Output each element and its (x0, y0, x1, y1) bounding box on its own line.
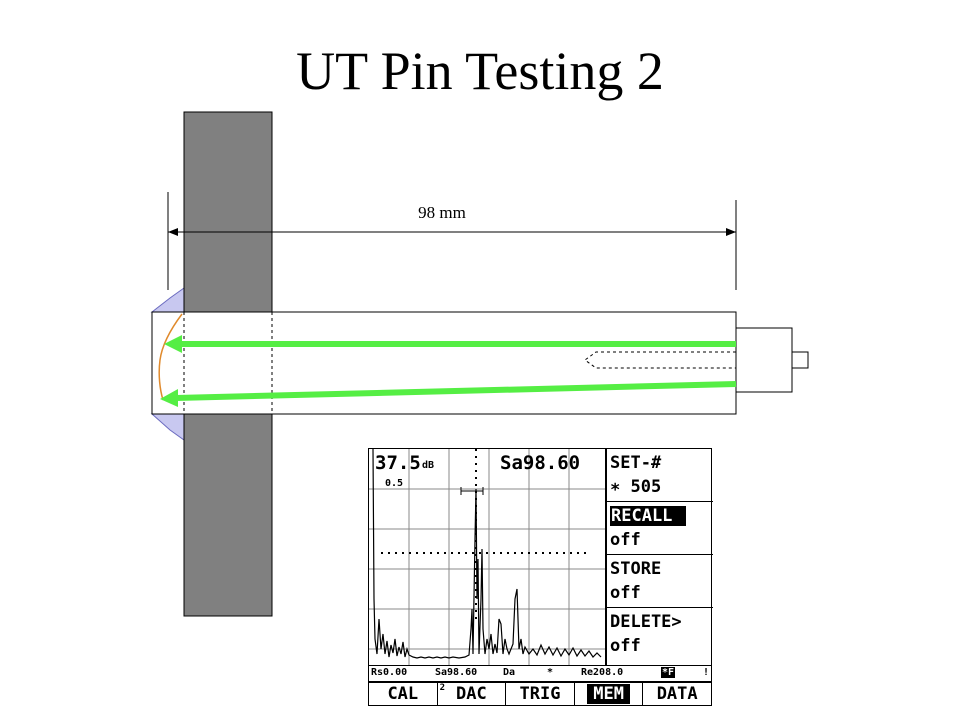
status-da: Da (503, 667, 516, 678)
memory-menu: SET-# ∗ 505 RECALL off STORE off DELETE>… (605, 449, 713, 665)
dimension-label: 98 mm (418, 203, 466, 222)
status-sa: Sa98.60 (435, 667, 478, 678)
status-alert: ! (703, 667, 710, 678)
softkey-data[interactable]: DATA (643, 683, 711, 705)
weld-fillet-top (150, 287, 185, 313)
menu-recall-label: RECALL (610, 506, 687, 526)
menu-store[interactable]: STORE off (607, 555, 713, 608)
menu-recall-value: off (610, 530, 641, 550)
ut-instrument-screen: 37.5 dB Sa98.60 0.5 SET-# ∗ 505 RECALL o… (368, 448, 713, 706)
menu-recall[interactable]: RECALL off (607, 502, 713, 555)
menu-delete-value: off (610, 636, 641, 656)
gain-readout: 37.5 (375, 452, 421, 474)
menu-store-value: off (610, 583, 641, 603)
softkey-data-label: DATA (656, 684, 698, 704)
status-re: Re208.0 (581, 667, 624, 678)
beam-arrow-upper (164, 335, 182, 353)
echo-trace (372, 449, 602, 659)
gain-step: 0.5 (385, 478, 403, 489)
status-bar: Rs0.00 Sa98.60 Da * Re208.0 *F ! (369, 665, 711, 681)
softkey-bar: CAL 2 DAC TRIG MEM DATA (369, 681, 711, 705)
probe-housing (735, 327, 793, 393)
softkey-mem-label: MEM (587, 684, 630, 704)
gain-unit: dB (422, 460, 434, 471)
menu-set-label: SET-# (610, 453, 662, 473)
status-f-badge: *F (661, 667, 676, 678)
scan-grid (369, 449, 605, 665)
ultrasonic-beam-lower (175, 381, 737, 401)
status-star: * (547, 667, 554, 678)
slide-title: UT Pin Testing 2 (296, 41, 664, 101)
menu-delete[interactable]: DELETE> off (607, 608, 713, 661)
a-scan-display: 37.5 dB Sa98.60 0.5 (369, 449, 605, 665)
menu-delete-label: DELETE> (610, 612, 682, 632)
menu-set[interactable]: SET-# ∗ 505 (607, 449, 713, 502)
softkey-mem[interactable]: MEM (575, 683, 644, 705)
menu-store-label: STORE (610, 559, 662, 579)
weld-fillet-bottom (150, 413, 185, 441)
softkey-cal[interactable]: CAL (369, 683, 438, 705)
softkey-dac[interactable]: 2 DAC (438, 683, 507, 705)
dimension-arrow-right (726, 228, 736, 236)
crack-line (158, 313, 183, 401)
softkey-dac-label: DAC (456, 684, 487, 704)
softkey-trig[interactable]: TRIG (506, 683, 575, 705)
softkey-dac-number: 2 (439, 683, 446, 693)
beam-arrow-lower (160, 389, 178, 407)
menu-set-value: ∗ 505 (610, 477, 662, 497)
softkey-trig-label: TRIG (519, 684, 561, 704)
status-rs: Rs0.00 (371, 667, 408, 678)
probe-connector (791, 351, 809, 369)
sound-path-readout: Sa98.60 (500, 452, 580, 474)
dimension-arrow-left (168, 228, 178, 236)
softkey-cal-label: CAL (387, 684, 419, 704)
